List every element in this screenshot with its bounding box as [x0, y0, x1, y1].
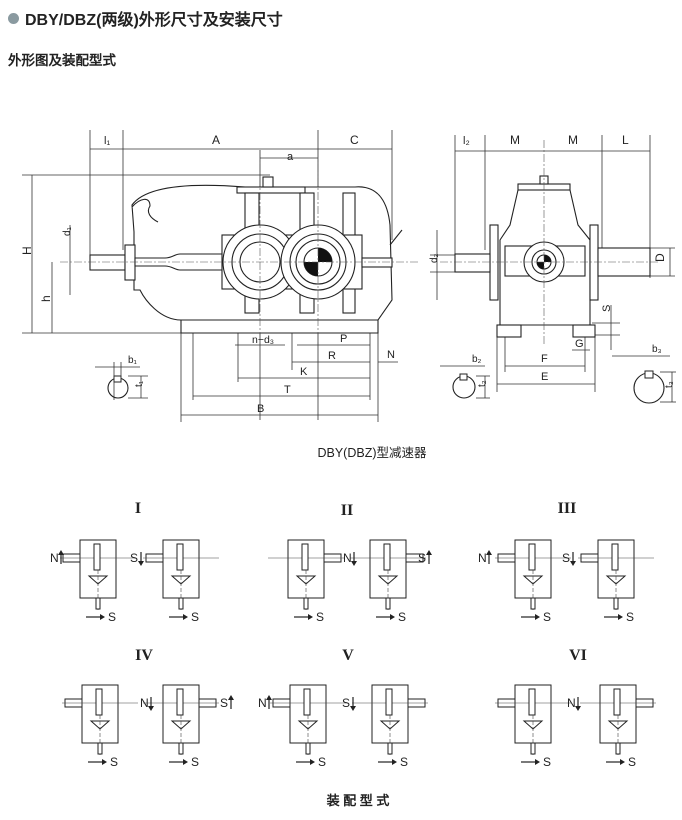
assembly-box: S: [270, 684, 346, 769]
assembly-box: S: [60, 539, 136, 624]
rotation-label: S: [220, 696, 228, 710]
assembly-caption: 装 配 型 式: [326, 793, 390, 808]
output-direction-label: S: [316, 610, 324, 624]
dim-T: T: [284, 384, 291, 396]
dim-A: A: [212, 133, 220, 147]
assembly-type-2: II S S N S: [268, 502, 432, 624]
rotation-label: N: [140, 696, 149, 710]
dim-t2: t₂: [477, 380, 488, 387]
assembly-box: S: [268, 539, 344, 624]
output-direction-label: S: [110, 755, 118, 769]
dim-K: K: [300, 366, 308, 378]
dim-M-left: M: [510, 133, 520, 147]
rotation-label: S: [342, 696, 350, 710]
rotation-label: S: [130, 551, 138, 565]
dim-t3: t₃: [664, 381, 675, 388]
dim-b3: b₃: [652, 344, 662, 355]
rotation-label: N: [258, 696, 267, 710]
output-direction-label: S: [108, 610, 116, 624]
reducer-caption: DBY(DBZ)型减速器: [317, 446, 427, 460]
rotation-label: N: [567, 696, 576, 710]
output-direction-label: S: [398, 610, 406, 624]
output-direction-label: S: [543, 610, 551, 624]
output-direction-label: S: [191, 755, 199, 769]
assembly-box: S: [143, 684, 219, 769]
dim-t1: t₁: [134, 380, 145, 387]
front-view: l₂ M M L d₂ D S G F E b₂ t₂ b₃ t₃: [429, 133, 676, 404]
assembly-types: I S S N S II S S N S III S S N S IV S S N S V S S N S VI S S N: [50, 500, 656, 769]
bullet-icon: [8, 12, 19, 24]
page-title: DBY/DBZ(两级)外形尺寸及安装尺寸: [8, 6, 283, 30]
output-direction-label: S: [400, 755, 408, 769]
assembly-type-4: IV S S N S: [62, 647, 234, 769]
rotation-label: S: [562, 551, 570, 565]
assembly-box: S: [580, 684, 656, 769]
dim-H: H: [20, 246, 34, 255]
dim-b2: b₂: [472, 354, 482, 365]
page-title-text: DBY/DBZ(两级)外形尺寸及安装尺寸: [25, 12, 283, 29]
assembly-box: S: [495, 684, 571, 769]
output-direction-label: S: [543, 755, 551, 769]
assembly-numeral: II: [341, 502, 353, 519]
dim-E: E: [541, 371, 548, 383]
rotation-label: N: [343, 551, 352, 565]
assembly-box: S: [578, 539, 654, 624]
dim-b1: b₁: [128, 355, 138, 366]
dim-l2: l₂: [463, 135, 470, 147]
assembly-box: S: [352, 684, 428, 769]
section-subtitle: 外形图及装配型式: [8, 53, 116, 68]
dim-B: B: [257, 403, 264, 415]
rotation-label: S: [418, 551, 426, 565]
assembly-numeral: V: [342, 647, 354, 664]
dim-P: P: [340, 333, 347, 345]
assembly-numeral: III: [558, 500, 577, 517]
assembly-type-1: I S S N S: [50, 500, 219, 624]
side-view: l₁ A C a H h d₁ n−d₃ P R N K T B b₁ t₁: [20, 130, 420, 422]
dim-F: F: [541, 353, 548, 365]
assembly-box: S: [350, 539, 426, 624]
dim-M-right: M: [568, 133, 578, 147]
dim-R: R: [328, 350, 336, 362]
dim-G: G: [575, 338, 584, 350]
assembly-type-5: V S S N S: [258, 647, 428, 769]
assembly-type-3: III S S N S: [478, 500, 654, 624]
output-direction-label: S: [628, 755, 636, 769]
assembly-box: S: [495, 539, 571, 624]
assembly-box: S: [143, 539, 219, 624]
output-direction-label: S: [318, 755, 326, 769]
dim-N: N: [387, 349, 395, 361]
assembly-type-6: VI S S N: [495, 647, 656, 769]
dim-l1: l₁: [104, 135, 110, 147]
assembly-numeral: VI: [569, 647, 587, 664]
dim-h: h: [39, 295, 53, 302]
dim-n-d3: n−d₃: [252, 334, 274, 346]
dim-S: S: [601, 305, 613, 312]
dim-a: a: [287, 151, 294, 163]
assembly-numeral: I: [135, 500, 141, 517]
dim-d1: d₁: [62, 226, 73, 236]
rotation-label: N: [50, 551, 59, 565]
rotation-label: N: [478, 551, 487, 565]
dim-L: L: [622, 133, 629, 147]
assembly-numeral: IV: [135, 647, 153, 664]
dim-d2: d₂: [429, 253, 440, 263]
output-direction-label: S: [626, 610, 634, 624]
dim-D: D: [653, 253, 667, 262]
output-direction-label: S: [191, 610, 199, 624]
dim-C: C: [350, 133, 359, 147]
assembly-box: S: [62, 684, 138, 769]
